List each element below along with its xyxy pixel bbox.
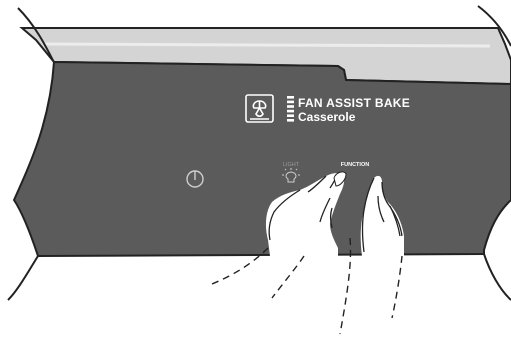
light-label: LIGHT (283, 162, 300, 168)
mode-title: FAN ASSIST BAKE (298, 96, 410, 110)
control-panel (14, 62, 511, 256)
function-label: FUNCTION (341, 162, 369, 168)
mode-subtitle: Casserole (298, 110, 356, 124)
trim-highlight (44, 44, 490, 46)
function-button[interactable]: FUNCTION (341, 162, 369, 168)
